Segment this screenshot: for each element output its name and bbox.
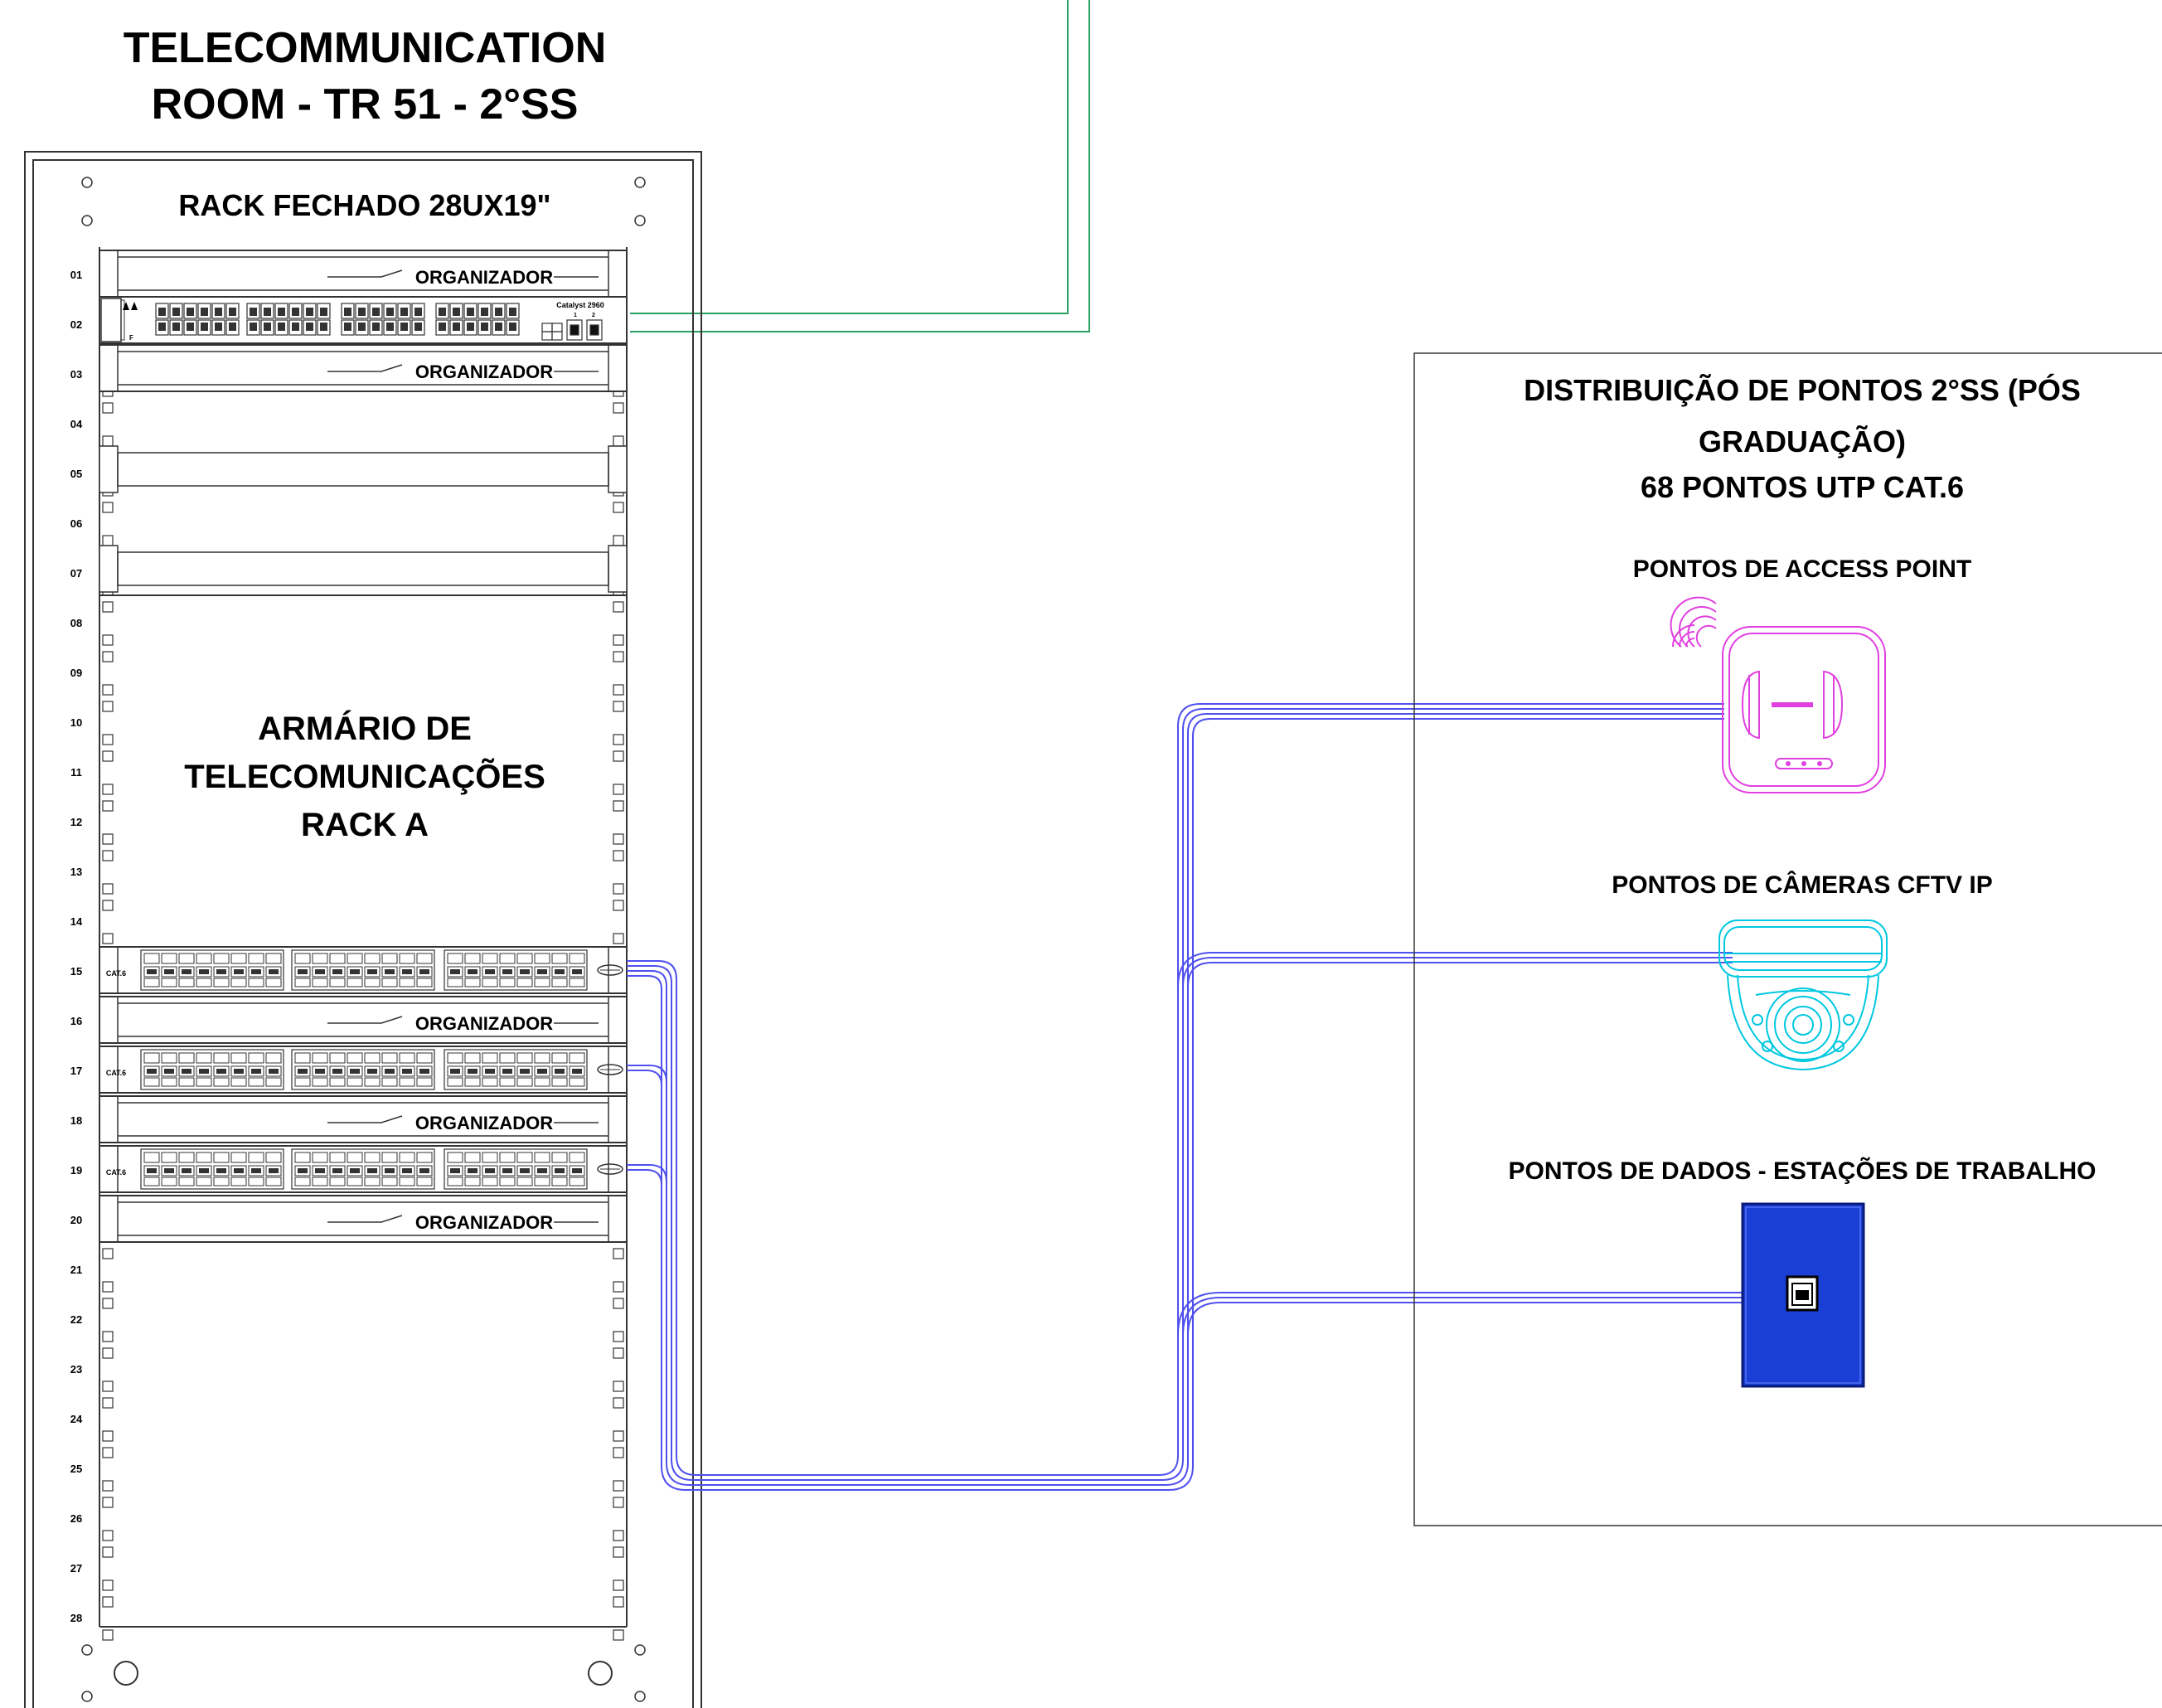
- access-point-icon: [1670, 596, 1886, 793]
- rack-unit-number: 22: [70, 1313, 82, 1326]
- svg-text:F: F: [129, 334, 133, 342]
- rack-unit-number: 23: [70, 1363, 82, 1376]
- data-outlet-icon: [1741, 1202, 1865, 1388]
- network-switch: F Catalyst 2960 1 2: [99, 296, 628, 344]
- rack-unit-number: 04: [70, 418, 83, 430]
- rack-unit-number: 02: [70, 318, 82, 331]
- patch-panel-label: CAT.6: [106, 969, 126, 978]
- rack-unit-number: 27: [70, 1562, 82, 1575]
- patch-panel: CAT.6: [99, 946, 628, 994]
- rack-unit-number: 03: [70, 368, 82, 381]
- switch-port-number: 2: [592, 313, 595, 318]
- patch-panel-label: CAT.6: [106, 1168, 126, 1177]
- patch-panel-area: CAT.6ORGANIZADORCAT.6ORGANIZADORCAT.6ORG…: [99, 946, 628, 1243]
- rack-unit-number: 06: [70, 517, 82, 530]
- utp-cable-bundle: [627, 703, 1749, 1491]
- rack-unit-number: 21: [70, 1264, 82, 1276]
- distribution-title-line-1: DISTRIBUIÇÃO DE PONTOS 2°SS (PÓS: [1524, 372, 2081, 407]
- rack-title: RACK FECHADO 28UX19": [178, 188, 550, 222]
- rack-unit-number: 25: [70, 1463, 82, 1475]
- rack-unit-number: 11: [70, 766, 82, 779]
- patch-panel: CAT.6: [99, 1145, 628, 1193]
- rack-unit-number: 24: [70, 1413, 83, 1425]
- rack-unit-number: 15: [70, 965, 82, 978]
- room-title-line-1: TELECOMMUNICATION: [124, 24, 607, 72]
- uplink-cable: [630, 0, 1090, 332]
- rack-unit-number: 13: [70, 866, 82, 878]
- cable-organizer-u01: ORGANIZADOR: [99, 250, 628, 298]
- rack-name-line-2: TELECOMUNICAÇÕES: [184, 757, 545, 795]
- patch-panel-label: CAT.6: [106, 1069, 126, 1077]
- rack-unit-number: 07: [70, 567, 82, 580]
- rack-name-line-3: RACK A: [301, 807, 429, 843]
- rack-unit-number: 08: [70, 617, 82, 629]
- rack-unit-number: 18: [70, 1114, 82, 1127]
- rack-unit-numbers: 01 02 03 04 05 06 07 08 09 10 11 12 13 14 15 16 17 18 19 20…: [70, 269, 83, 1624]
- distribution-panel: [1413, 352, 2162, 1526]
- cable-organizer: ORGANIZADOR: [99, 996, 628, 1044]
- switch-port-number: 1: [574, 313, 577, 318]
- cable-organizer: ORGANIZADOR: [99, 1095, 628, 1143]
- organizer-label: ORGANIZADOR: [415, 1013, 553, 1034]
- organizer-label: ORGANIZADOR: [415, 267, 553, 288]
- switch-model-label: Catalyst 2960: [556, 301, 604, 309]
- rack-unit-number: 16: [70, 1015, 82, 1027]
- cctv-dome-camera-icon: [1718, 920, 1888, 1071]
- blank-panel-u05: [99, 445, 628, 493]
- rack-unit-number: 14: [70, 915, 83, 928]
- access-point-label: PONTOS DE ACCESS POINT: [1633, 556, 1971, 583]
- cable-organizer-u03: ORGANIZADOR: [99, 344, 628, 392]
- rack-unit-number: 01: [70, 269, 82, 281]
- blank-panel-u07: [99, 545, 628, 593]
- rack-unit-number: 17: [70, 1065, 82, 1077]
- rack-unit-number: 19: [70, 1164, 82, 1177]
- switch-ports: [155, 303, 520, 336]
- data-points-label: PONTOS DE DADOS - ESTAÇÕES DE TRABALHO: [1509, 1157, 2097, 1185]
- room-title-line-2: ROOM - TR 51 - 2°SS: [152, 80, 579, 129]
- rack-unit-number: 26: [70, 1512, 82, 1525]
- rack-name-line-1: ARMÁRIO DE: [258, 710, 472, 747]
- rack-unit-number: 28: [70, 1612, 82, 1624]
- rack-unit-number: 12: [70, 816, 82, 828]
- organizer-label: ORGANIZADOR: [415, 1113, 553, 1133]
- rack-unit-number: 10: [70, 716, 82, 729]
- patch-panel: CAT.6: [99, 1046, 628, 1094]
- cable-organizer: ORGANIZADOR: [99, 1195, 628, 1243]
- organizer-label: ORGANIZADOR: [415, 1212, 553, 1233]
- rack-unit-number: 05: [70, 468, 82, 480]
- rack-unit-number: 09: [70, 667, 82, 679]
- distribution-title-line-3: 68 PONTOS UTP CAT.6: [1641, 470, 1964, 504]
- rack-unit-number: 20: [70, 1214, 82, 1226]
- camera-label: PONTOS DE CÂMERAS CFTV IP: [1612, 871, 1993, 899]
- distribution-title-line-2: GRADUAÇÃO): [1699, 424, 1906, 459]
- organizer-label: ORGANIZADOR: [415, 361, 553, 382]
